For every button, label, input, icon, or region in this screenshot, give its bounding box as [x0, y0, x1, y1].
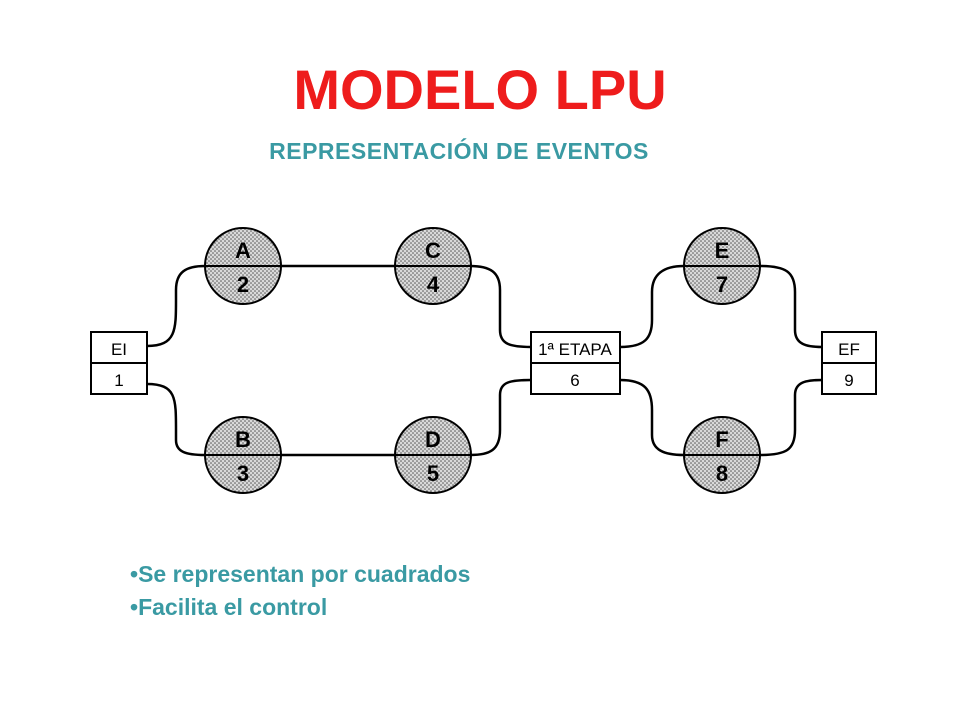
activity-node-a: A 2 — [204, 227, 282, 305]
activity-node-e: E 7 — [683, 227, 761, 305]
activity-e-number: 7 — [716, 272, 728, 297]
activity-node-c: C 4 — [394, 227, 472, 305]
activity-b-label: B — [235, 427, 251, 452]
connector-f-ef — [759, 378, 823, 457]
event-stage-number: 6 — [570, 371, 579, 390]
event-end-number: 9 — [844, 371, 853, 390]
activity-a-number: 2 — [237, 272, 249, 297]
connector-e-ef — [759, 264, 823, 349]
activity-e-label: E — [715, 238, 730, 263]
event-end-label: EF — [838, 340, 860, 359]
connector-stage-f — [619, 378, 685, 457]
activity-a-label: A — [235, 238, 251, 263]
event-box-end: EF 9 — [821, 331, 877, 395]
event-box-stage: 1ª ETAPA 6 — [530, 331, 621, 395]
connector-lines — [146, 264, 823, 457]
event-start-number: 1 — [114, 371, 123, 390]
connector-stage-e — [619, 264, 685, 349]
activity-d-label: D — [425, 427, 441, 452]
slide-subtitle: REPRESENTACIÓN DE EVENTOS — [269, 138, 649, 164]
connector-ei-b — [146, 382, 206, 457]
activity-f-label: F — [715, 427, 728, 452]
connector-d-stage — [469, 378, 532, 457]
bullet-list: Se representan por cuadrados Facilita el… — [130, 558, 470, 624]
activity-c-number: 4 — [427, 272, 440, 297]
slide-title: MODELO LPU — [293, 58, 667, 121]
activity-node-b: B 3 — [204, 416, 282, 494]
activity-d-number: 5 — [427, 461, 439, 486]
bullet-item: Facilita el control — [130, 591, 470, 624]
event-start-label: EI — [111, 340, 127, 359]
activity-node-f: F 8 — [683, 416, 761, 494]
connector-ei-a — [146, 264, 206, 348]
event-stage-label: 1ª ETAPA — [538, 340, 612, 359]
activity-c-label: C — [425, 238, 441, 263]
event-box-start: EI 1 — [90, 331, 148, 395]
activity-f-number: 8 — [716, 461, 728, 486]
bullet-item: Se representan por cuadrados — [130, 558, 470, 591]
activity-node-d: D 5 — [394, 416, 472, 494]
activity-b-number: 3 — [237, 461, 249, 486]
connector-c-stage — [469, 264, 532, 349]
